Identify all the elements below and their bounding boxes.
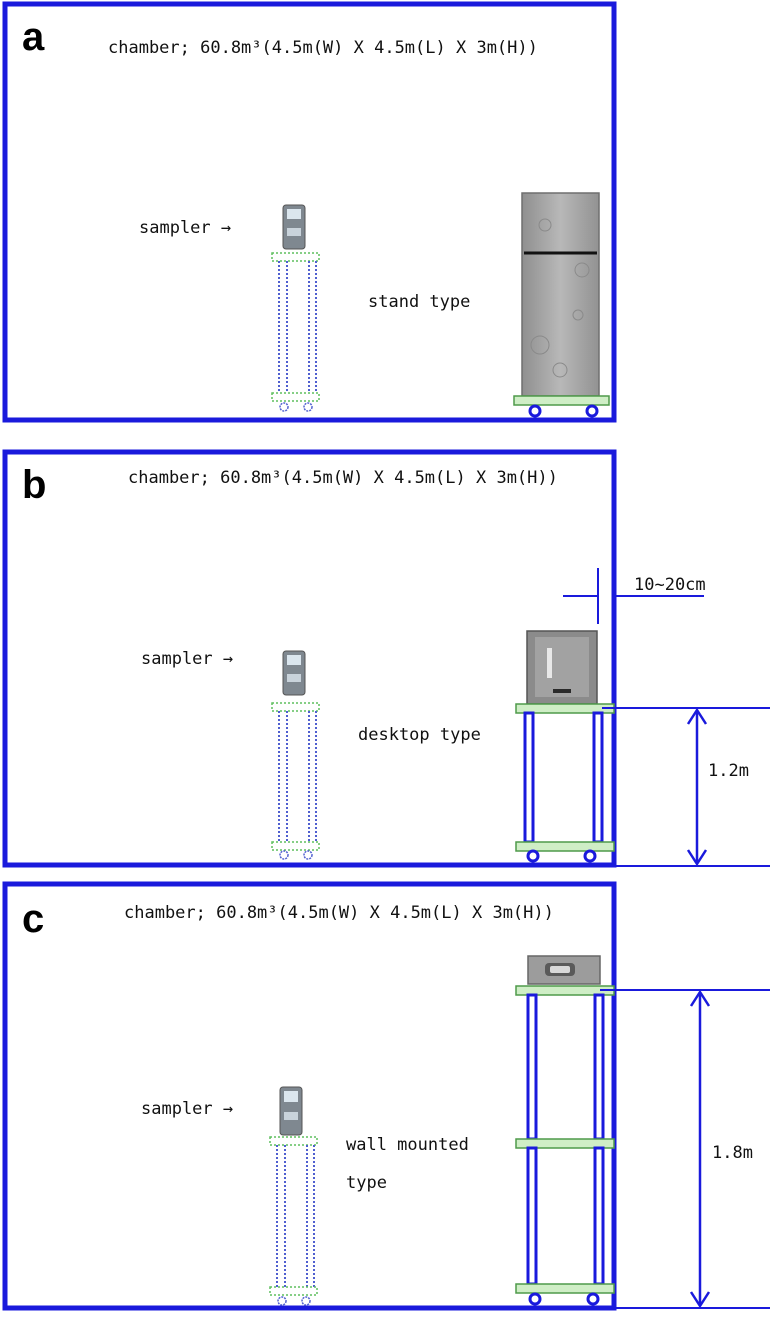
- wall-mounted-appliance: [515, 955, 615, 1306]
- sampler-stand: [271, 650, 320, 860]
- height-dimension: 1.2m: [602, 707, 770, 867]
- chamber-outline: [2, 881, 617, 1311]
- stand-shelf: [513, 395, 610, 406]
- height-label: 1.8m: [712, 1143, 753, 1163]
- panel-b: b chamber; 60.8m³(4.5m(W) X 4.5m(L) X 3m…: [2, 449, 770, 868]
- appliance-type-label: desktop type: [358, 725, 481, 745]
- gap-label: 10~20cm: [634, 575, 706, 595]
- appliance-type-label: wall mounted: [346, 1135, 469, 1155]
- desktop-type-appliance: [515, 630, 615, 863]
- rack-middle-shelf: [515, 1138, 615, 1149]
- sampler-stand: [271, 204, 320, 412]
- panel-a: a chamber; 60.8m³(4.5m(W) X 4.5m(L) X 3m…: [2, 1, 617, 423]
- panel-label: a: [22, 15, 45, 59]
- rack-bottom-shelf: [515, 1283, 615, 1294]
- sampler-label: sampler →: [141, 649, 233, 669]
- appliance-type-label: stand type: [368, 292, 470, 312]
- chamber-outline: [2, 1, 617, 423]
- table-bottom-shelf: [515, 841, 615, 852]
- chamber-outline: [2, 449, 617, 868]
- height-dimension: 1.8m: [600, 989, 770, 1309]
- appliance-type-label-line2: type: [346, 1173, 387, 1193]
- height-label: 1.2m: [708, 761, 749, 781]
- panel-label: c: [22, 897, 44, 941]
- chamber-caption: chamber; 60.8m³(4.5m(W) X 4.5m(L) X 3m(H…: [108, 38, 538, 58]
- sampler-stand: [269, 1086, 318, 1306]
- stand-type-appliance: [513, 192, 610, 418]
- panel-c: c chamber; 60.8m³(4.5m(W) X 4.5m(L) X 3m…: [2, 881, 770, 1311]
- chamber-caption: chamber; 60.8m³(4.5m(W) X 4.5m(L) X 3m(H…: [124, 903, 554, 923]
- sampler-label: sampler →: [141, 1099, 233, 1119]
- sampler-label: sampler →: [139, 218, 231, 238]
- panel-label: b: [22, 463, 46, 507]
- chamber-caption: chamber; 60.8m³(4.5m(W) X 4.5m(L) X 3m(H…: [128, 468, 558, 488]
- wall-gap-dimension: 10~20cm: [563, 568, 706, 624]
